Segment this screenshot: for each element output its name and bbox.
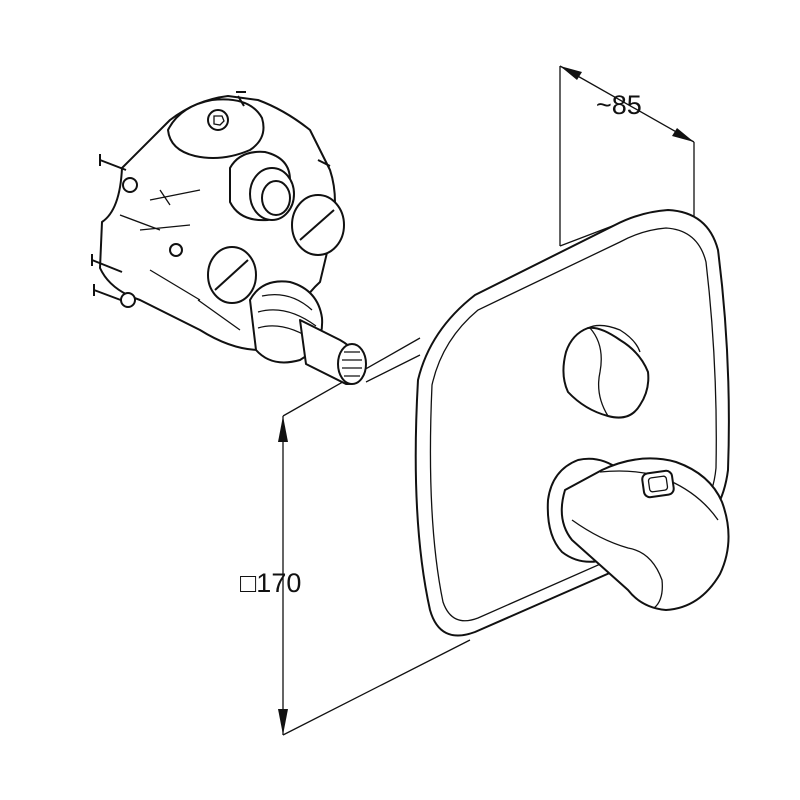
spline-end — [337, 343, 367, 385]
upper-outlet-bore — [261, 180, 291, 216]
safety-stop-button — [641, 469, 675, 499]
mounting-studs — [91, 91, 331, 303]
cover-plate-rear-edge — [559, 224, 616, 247]
diverter-knob — [562, 324, 650, 419]
size-label: □170 — [240, 568, 301, 598]
depth-arrow-left — [560, 66, 582, 80]
housing-screw-2 — [120, 292, 136, 308]
thermostat-handle-body — [560, 457, 730, 611]
thermostat-handle-face — [571, 519, 663, 609]
safety-stop-button-inner — [647, 475, 669, 493]
diverter-knob-ridge — [589, 327, 609, 417]
depth-dimension-line — [559, 65, 695, 143]
housing-detail-lines — [119, 189, 241, 331]
hex-socket-inner — [213, 115, 225, 126]
diverter-knob-body — [562, 326, 650, 419]
axis-connector-line — [365, 354, 421, 383]
size-dimension: □170 — [240, 337, 471, 736]
thermostat-handle — [546, 457, 730, 611]
depth-label: ~85 — [596, 90, 642, 120]
diverter-knob-top — [587, 324, 641, 353]
hex-socket-icon — [207, 109, 229, 131]
stop-screw-slot-right — [299, 209, 335, 241]
depth-arrow-right — [672, 128, 694, 142]
size-arrow-bottom — [278, 709, 288, 735]
housing-screw-1 — [122, 177, 138, 193]
size-arrow-top — [278, 416, 288, 442]
stop-screw-slot-left — [214, 259, 249, 291]
valve-body — [91, 91, 367, 386]
spline-teeth — [342, 351, 362, 377]
size-extension-line-bottom — [282, 639, 471, 736]
housing-screw-3 — [169, 243, 183, 257]
